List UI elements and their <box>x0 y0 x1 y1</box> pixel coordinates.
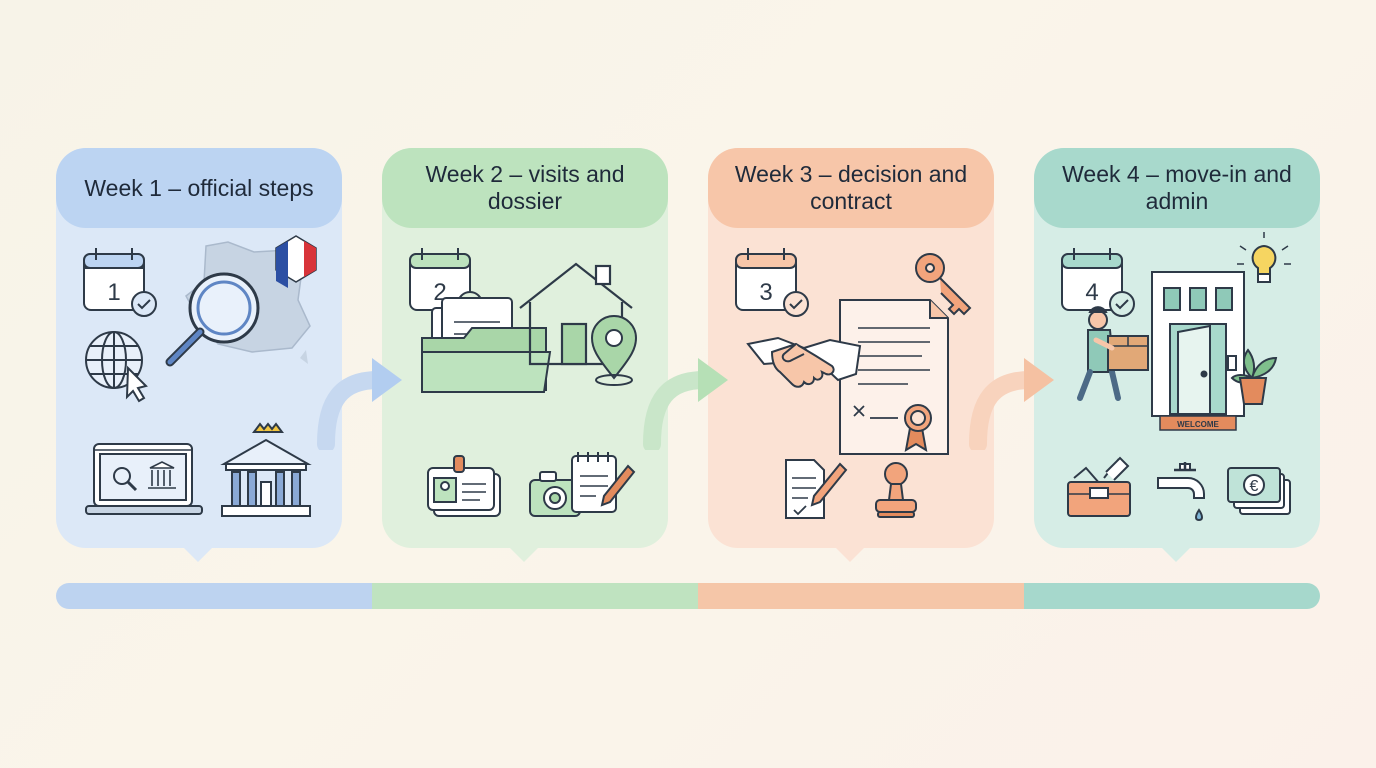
calendar-number: 4 <box>1085 279 1098 306</box>
euro-symbol: € <box>1250 478 1259 495</box>
transition-arrow-icon <box>643 358 728 450</box>
week-3-title: Week 3 – decision and contract <box>708 148 994 228</box>
toolbox-icon <box>1067 456 1131 517</box>
calendar-number: 1 <box>107 279 120 306</box>
camera-icon <box>529 471 581 517</box>
euro-banknote-icon: € <box>1227 467 1291 515</box>
id-card-icon <box>427 455 501 517</box>
card-pointer <box>1162 548 1190 562</box>
week-3-card: Week 3 – decision and contract 3 <box>708 148 994 562</box>
france-flag-icon <box>275 235 317 288</box>
card-pointer <box>184 548 212 562</box>
timeline-segment-week-4 <box>1024 583 1320 609</box>
water-tap-icon <box>1157 462 1205 522</box>
laptop-search-icon <box>85 443 203 515</box>
timeline-segment-week-2 <box>372 583 698 609</box>
calendar-check-icon <box>83 248 157 317</box>
calendar-check-icon <box>735 248 809 317</box>
location-pin-icon <box>590 315 638 386</box>
week-2-card: Week 2 – visits and dossier 2 <box>382 148 668 562</box>
week-2-illustration: 2 <box>409 248 638 517</box>
card-pointer <box>836 548 864 562</box>
week-2-title: Week 2 – visits and dossier <box>382 148 668 228</box>
week-4-card: Week 4 – move-in and admin 4 WELC <box>1034 148 1320 562</box>
week-1-title: Week 1 – official steps <box>56 148 342 228</box>
stamp-icon <box>875 462 917 518</box>
timeline-segment-week-3 <box>698 583 1024 609</box>
folder-documents-icon <box>421 297 552 393</box>
week-3-illustration: 3 <box>735 248 972 519</box>
week-1-card: Week 1 – official steps 1 <box>56 148 342 562</box>
mover-box-icon <box>1077 306 1149 401</box>
doormat-label: WELCOME <box>1177 420 1219 429</box>
globe-cursor-icon <box>85 331 148 403</box>
handshake-icon <box>746 336 862 388</box>
prefecture-building-icon <box>220 422 312 517</box>
building-door-icon <box>1151 271 1245 417</box>
sign-document-icon <box>785 459 848 519</box>
house-icon <box>519 262 633 366</box>
plant-icon <box>1230 348 1278 405</box>
week-4-illustration: 4 WELCOME <box>1061 232 1291 522</box>
notepad-pen-icon <box>571 452 636 513</box>
doormat-icon: WELCOME <box>1159 415 1237 431</box>
timeline-bar <box>56 583 1320 609</box>
week-4-title: Week 4 – move-in and admin <box>1034 148 1320 228</box>
key-icon <box>915 253 972 316</box>
lightbulb-icon <box>1237 232 1291 283</box>
timeline-segment-week-1 <box>56 583 372 609</box>
contract-seal-icon <box>839 299 949 455</box>
magnifier-icon <box>165 272 260 367</box>
transition-arrow-icon <box>317 358 402 450</box>
calendar-check-icon <box>1061 248 1135 317</box>
week-1-illustration: 1 <box>83 235 317 517</box>
calendar-number: 3 <box>759 279 772 306</box>
card-pointer <box>510 548 538 562</box>
transition-arrow-icon <box>969 358 1054 450</box>
